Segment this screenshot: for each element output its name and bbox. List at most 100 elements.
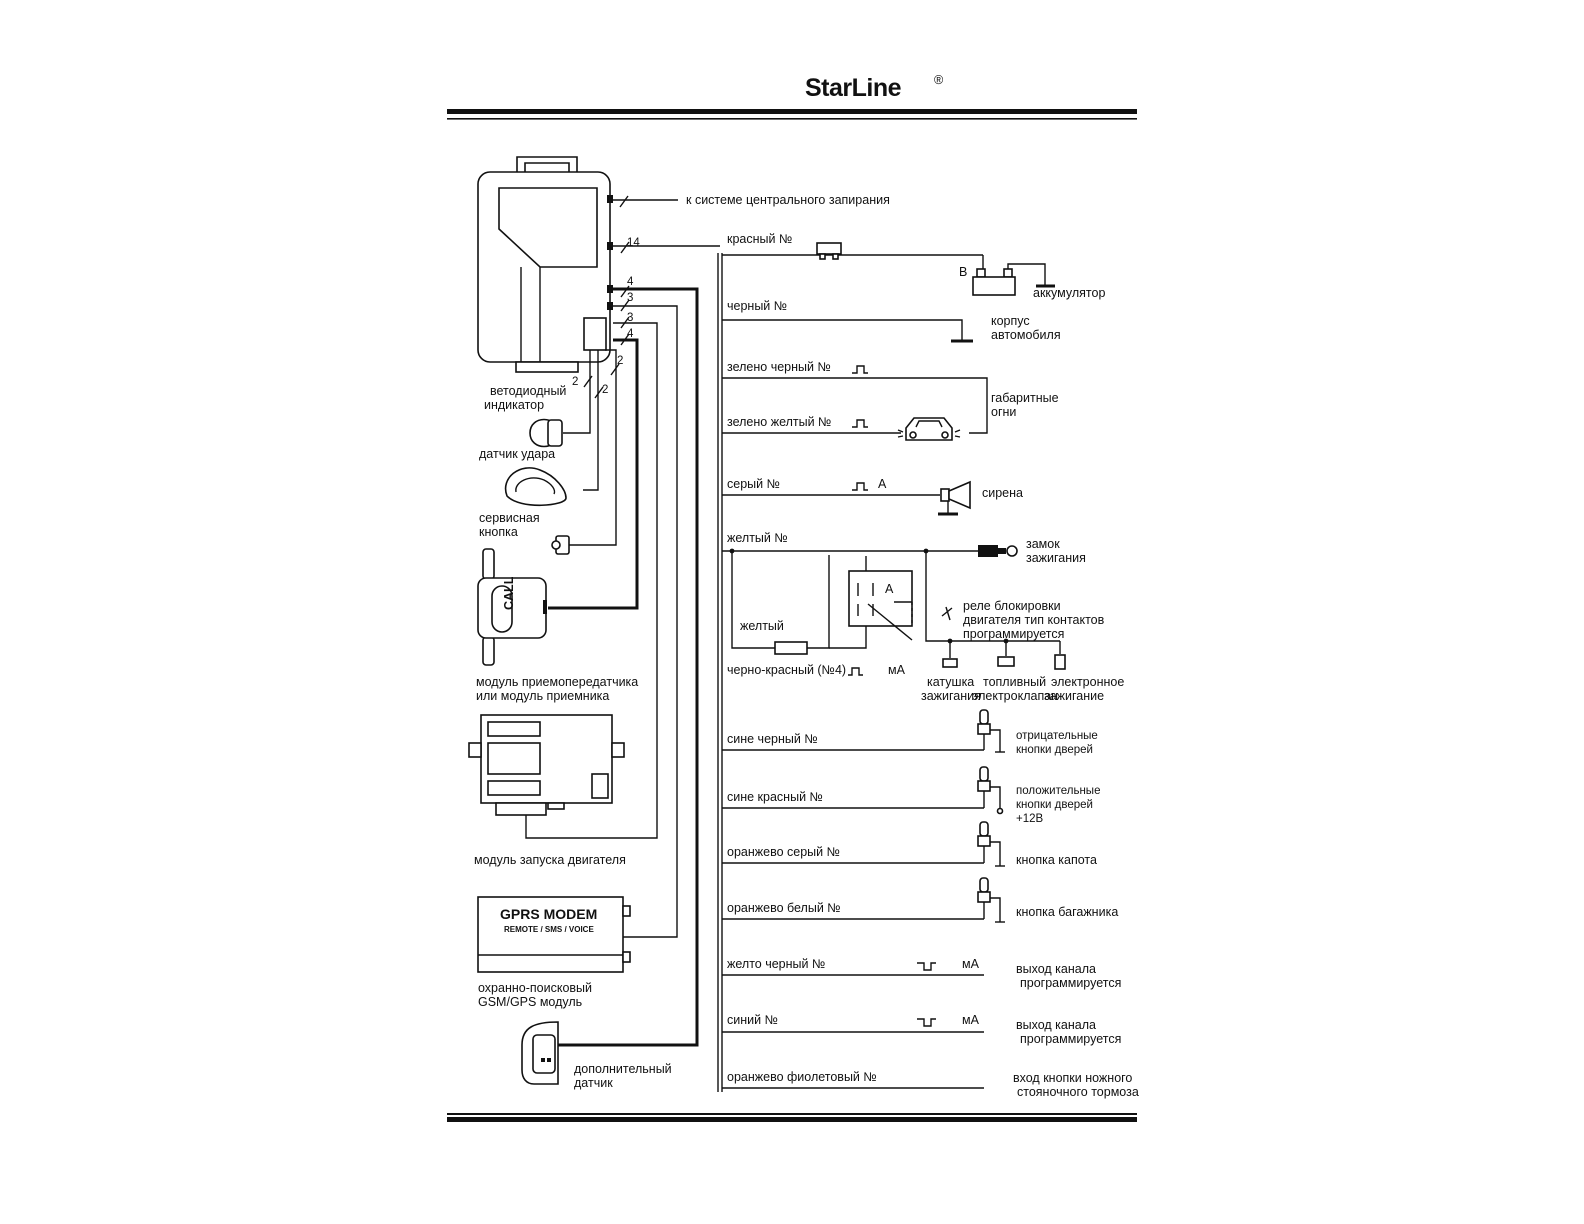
yellow-inner-wire — [731, 551, 775, 649]
siren-icon — [938, 480, 971, 516]
battery-terminal-label: B — [959, 265, 967, 279]
transceiver-module: CALL — [477, 548, 547, 666]
engine-start-label: модуль запуска двигателя — [474, 853, 626, 867]
ignition-lock-label-2: зажигания — [1026, 551, 1086, 565]
car-lights-icon — [897, 417, 961, 441]
blue-red-label: сине красный № — [727, 790, 823, 804]
body-label-1: корпус — [991, 314, 1030, 328]
service-button — [551, 535, 570, 555]
relay-output-wire — [925, 551, 1060, 642]
relay-label-3: программируется — [963, 627, 1064, 641]
yellow-inner-label: желтый — [740, 619, 784, 633]
additional-sensor — [521, 1021, 559, 1085]
orange-gray-label: оранжево серый № — [727, 845, 840, 859]
trunk-switch-icon — [977, 877, 1005, 923]
yellow-black-label: желто черный № — [727, 957, 825, 971]
siren-label: сирена — [982, 486, 1023, 500]
handbrake-label-1: вход кнопки ножного — [1013, 1071, 1132, 1085]
gprs-modem-subtitle: REMOTE / SMS / VOICE — [504, 925, 594, 934]
pulse-icon — [852, 365, 868, 374]
parking-lights-label-2: огни — [991, 405, 1016, 419]
neg-doors-label-1: отрицательные — [1016, 730, 1098, 742]
out1-label-2: программируется — [1020, 976, 1121, 990]
gsm-label-1: охранно-поисковый — [478, 981, 592, 995]
electronic-ignition-label-2: зажигание — [1044, 689, 1104, 703]
electronic-ignition-label-1: электронное — [1051, 675, 1124, 689]
fuse-icon — [816, 242, 842, 260]
relay-label-2: двигателя тип контактов — [963, 613, 1105, 627]
green-black-wire — [722, 377, 988, 434]
bundle-count-4b: 4 — [627, 328, 634, 340]
fuel-label-1: топливный — [983, 675, 1046, 689]
pulse-icon — [852, 482, 868, 491]
yellow-wire-label: желтый № — [727, 531, 788, 545]
led-label-2: индикатор — [484, 398, 544, 412]
main-control-unit — [477, 156, 613, 373]
led-label-1: ветодиодный — [490, 384, 566, 398]
gray-wire-label: серый № — [727, 477, 780, 491]
battery-icon — [972, 255, 1055, 296]
bundle-count-3a: 3 — [627, 292, 633, 304]
bundle-count-2b: 2 — [572, 376, 578, 388]
black-red-label: черно-красный (№4) — [727, 663, 846, 677]
pulse-icon — [852, 419, 868, 428]
ignition-lock-icon — [978, 545, 1018, 557]
brand-registered-mark: ® — [934, 73, 944, 87]
battery-label: аккумулятор — [1033, 286, 1105, 300]
footer-rule-thin — [447, 1113, 1137, 1115]
pulse-icon — [917, 1018, 936, 1027]
additional-sensor-label-1: дополнительный — [574, 1062, 672, 1076]
bundle-count-2c: 2 — [602, 384, 608, 396]
blue-black-label: сине черный № — [727, 732, 818, 746]
pulse-icon — [848, 667, 863, 676]
gprs-modem: GPRS MODEM REMOTE / SMS / VOICE — [477, 896, 631, 973]
neg-doors-label-2: кнопки дверей — [1016, 744, 1093, 756]
call-button-icon: CALL — [502, 576, 516, 610]
additional-sensor-label-2: датчик — [574, 1076, 613, 1090]
handbrake-label-2: стояночного тормоза — [1017, 1085, 1139, 1099]
load-devices — [942, 638, 1066, 670]
shock-sensor-label: датчик удара — [479, 447, 555, 461]
relay-ma-label: мА — [888, 663, 906, 677]
scissors-icon — [941, 606, 953, 621]
brand-logo: StarLine — [805, 74, 902, 102]
door-switch-icon — [977, 766, 1004, 815]
out2-label-2: программируется — [1020, 1032, 1121, 1046]
bundle-count-3b: 3 — [627, 312, 633, 324]
transceiver-label-1: модуль приемопередатчика — [476, 675, 638, 689]
bundle-count-4a: 4 — [627, 276, 634, 288]
hood-label: кнопка капота — [1016, 853, 1097, 867]
black-wire — [722, 319, 963, 340]
green-black-label: зелено черный № — [727, 360, 831, 374]
gprs-modem-title: GPRS MODEM — [500, 906, 597, 922]
service-button-label-1: сервисная — [479, 511, 540, 525]
coil-label-1: катушка — [927, 675, 974, 689]
black-wire-label: черный № — [727, 299, 787, 313]
out2-ma-label: мА — [962, 1013, 980, 1027]
pos-doors-label-2: кнопки дверей — [1016, 799, 1093, 811]
parking-lights-label-1: габаритные — [991, 391, 1059, 405]
pos-doors-label-3: +12В — [1016, 813, 1044, 825]
green-yellow-label: зелено желтый № — [727, 415, 831, 429]
orange-violet-label: оранжево фиолетовый № — [727, 1070, 877, 1084]
service-button-label-2: кнопка — [479, 525, 518, 539]
out2-label-1: выход канала — [1016, 1018, 1096, 1032]
out1-ma-label: мА — [962, 957, 980, 971]
relay-feed-wire — [807, 555, 830, 649]
diode-icon — [774, 641, 808, 655]
siren-a-label: А — [878, 477, 887, 491]
unit-harness-wires — [525, 199, 720, 1047]
trunk-label: кнопка багажника — [1016, 905, 1118, 919]
gsm-label-2: GSM/GPS модуль — [478, 995, 582, 1009]
header-rule-thick — [447, 109, 1137, 114]
out1-label-1: выход канала — [1016, 962, 1096, 976]
relay-a-label: А — [885, 582, 894, 596]
bundle-count-2a: 2 — [617, 355, 623, 367]
transceiver-label-2: или модуль приемника — [476, 689, 609, 703]
shock-sensor — [504, 467, 567, 507]
pos-doors-label-1: положительные — [1016, 785, 1100, 797]
door-switch-icon — [977, 709, 1005, 753]
led-indicator — [529, 418, 563, 448]
red-wire-label: красный № — [727, 232, 792, 246]
